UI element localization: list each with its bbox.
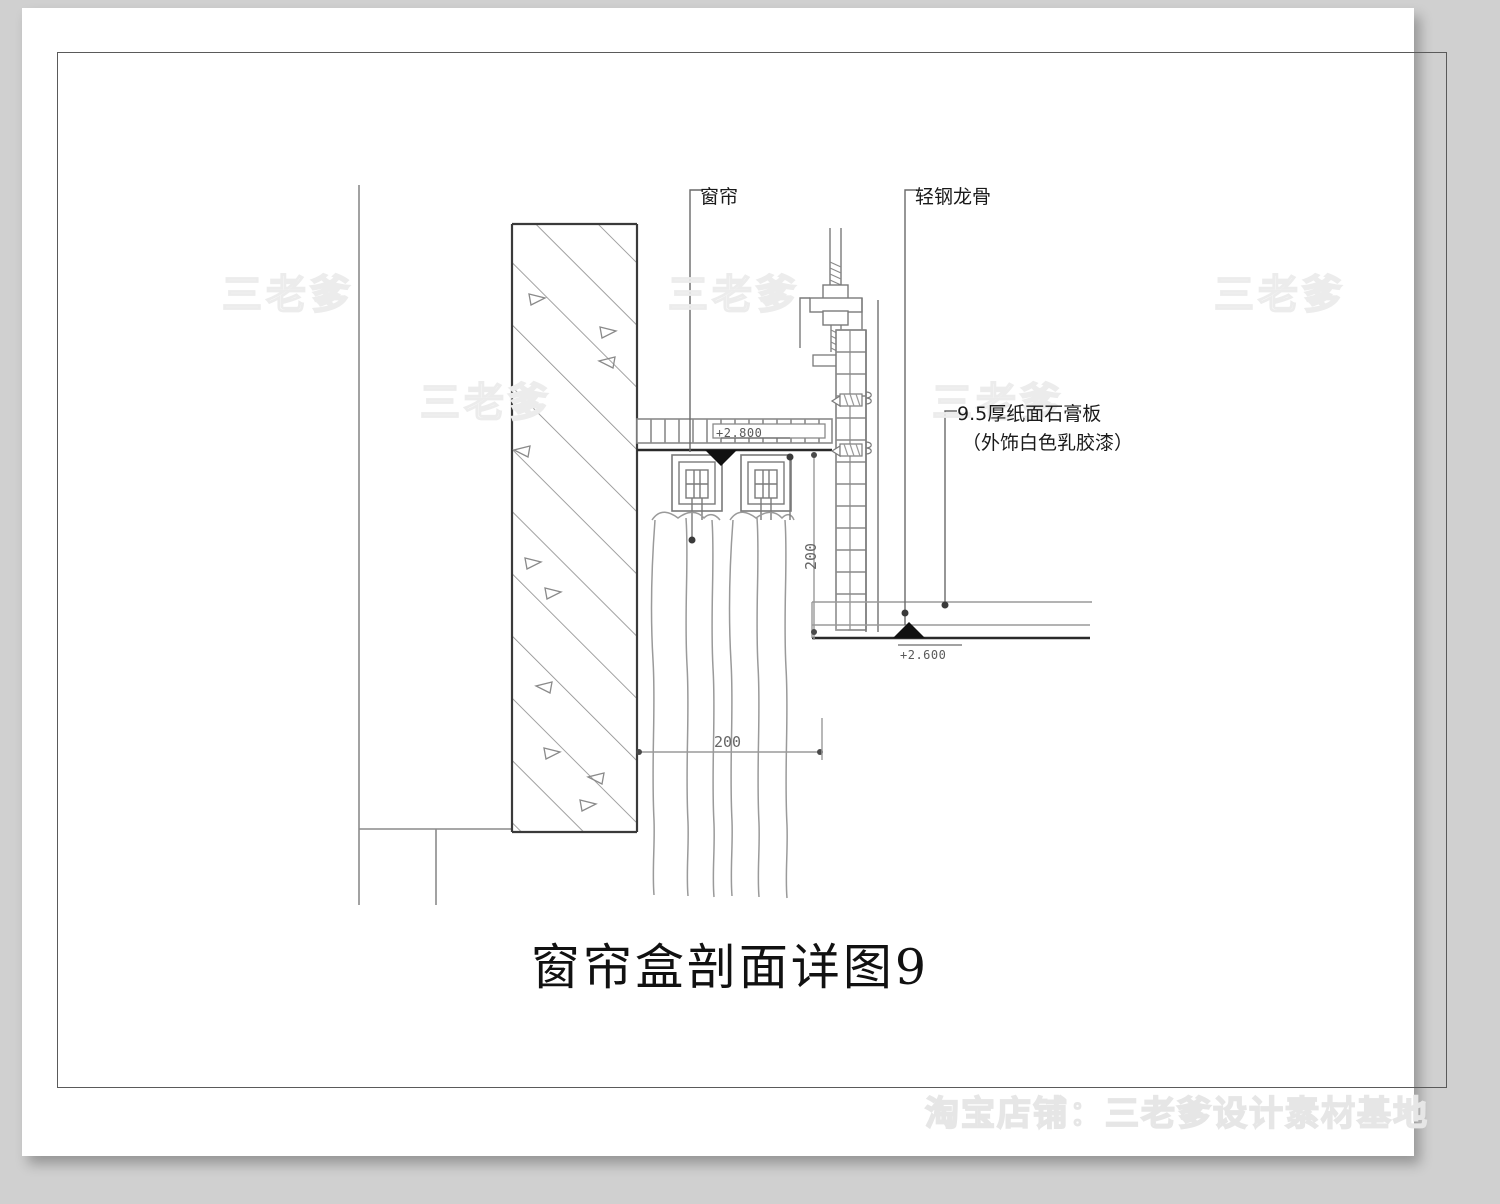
drawing-sheet bbox=[22, 8, 1414, 1156]
elevation-value-2600: +2.600 bbox=[900, 648, 947, 662]
dimension-value-horizontal-200: 200 bbox=[714, 733, 742, 751]
annotation-label-curtain: 窗帘 bbox=[700, 186, 739, 208]
shop-watermark-footer: 淘宝店铺：三老爹设计素材基地 bbox=[924, 1093, 1429, 1135]
drawing-title: 窗帘盒剖面详图9 bbox=[530, 939, 930, 996]
annotation-label-gypsum-board-paint: （外饰白色乳胶漆） bbox=[962, 432, 1134, 454]
annotation-label-gypsum-board: 9.5厚纸面石膏板 bbox=[957, 403, 1102, 425]
watermark-tile: 三老爹 bbox=[931, 379, 1064, 427]
watermark-tile: 三老爹 bbox=[1213, 271, 1346, 319]
elevation-value-2800: +2.800 bbox=[716, 426, 763, 440]
watermark-tile: 三老爹 bbox=[667, 271, 800, 319]
dimension-value-vertical-200: 200 bbox=[802, 542, 820, 570]
drawing-frame-border bbox=[57, 52, 1447, 1088]
watermark-tile: 三老爹 bbox=[221, 271, 354, 319]
watermark-tile: 三老爹 bbox=[419, 379, 552, 427]
annotation-label-steel-keel: 轻钢龙骨 bbox=[915, 186, 992, 208]
